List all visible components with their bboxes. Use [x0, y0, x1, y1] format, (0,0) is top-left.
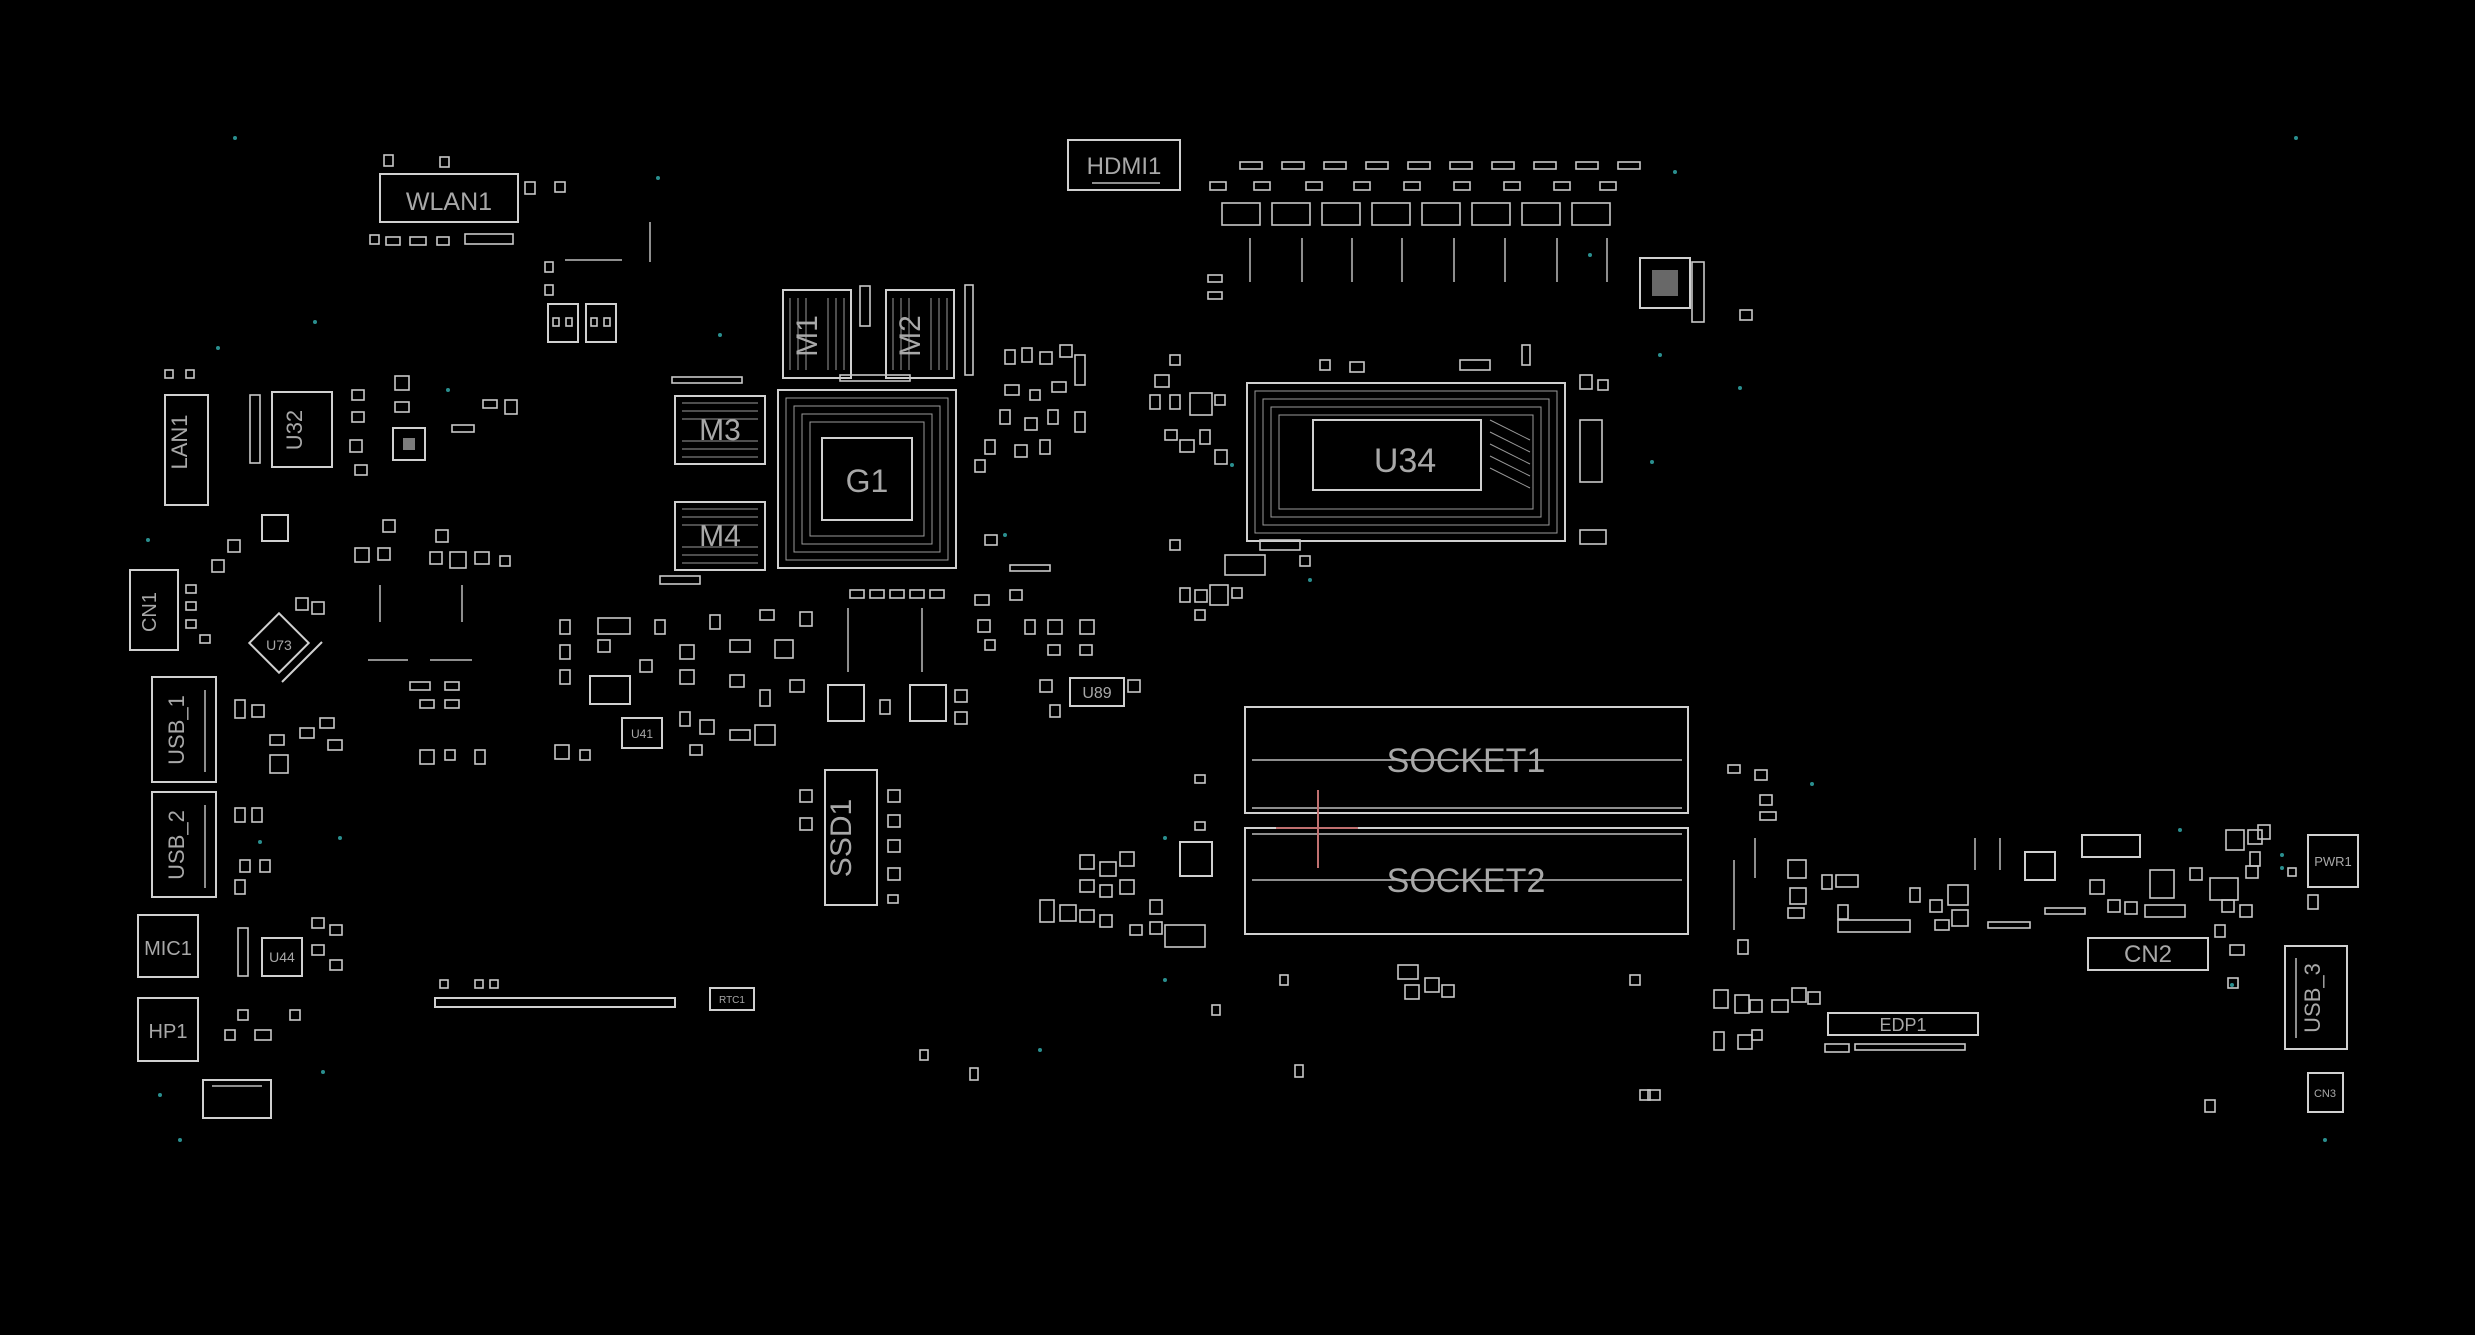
cpu-passives	[1149, 344, 1609, 621]
component-usb1[interactable]: USB_1	[151, 676, 217, 783]
socket1-label: SOCKET1	[1387, 742, 1546, 780]
component-usb3[interactable]: USB_3	[2284, 945, 2348, 1050]
component-pwr1[interactable]: PWR1	[2307, 834, 2359, 888]
component-m4[interactable]: M4	[674, 501, 766, 571]
wlan-area-parts	[544, 222, 651, 343]
component-u44[interactable]: U44	[224, 917, 343, 1041]
component-rtc1[interactable]: RTC1	[709, 987, 755, 1011]
u32-label: U32	[282, 410, 307, 450]
rtc1-label: RTC1	[719, 995, 745, 1006]
cn1-label: CN1	[139, 592, 161, 632]
component-m2[interactable]: M2	[885, 289, 955, 379]
cn3-label: CN3	[2314, 1088, 2336, 1100]
u41-label: U41	[631, 727, 653, 741]
component-ssd1[interactable]: SSD1	[799, 769, 901, 906]
m3-label: M3	[699, 414, 741, 447]
gpu-passives	[659, 344, 1086, 672]
component-cn1[interactable]: CN1	[129, 569, 211, 651]
connector-strip-bottom	[434, 979, 676, 1008]
component-edp1[interactable]: EDP1	[1824, 1012, 1979, 1053]
test-points	[146, 136, 2327, 1142]
component-u32[interactable]: U32	[249, 389, 518, 468]
component-hp1[interactable]: HP1	[137, 997, 199, 1062]
component-usb2[interactable]: USB_2	[151, 791, 217, 898]
component-m1[interactable]: M1	[782, 289, 852, 379]
component-lan1[interactable]: LAN1	[164, 369, 209, 506]
pwr1-label: PWR1	[2314, 854, 2352, 869]
resistor-array-top	[1207, 161, 1753, 323]
u89-label: U89	[1082, 685, 1111, 702]
component-u41[interactable]: U41	[554, 609, 813, 761]
m2-label: M2	[894, 315, 927, 357]
component-u89[interactable]: U89	[1039, 619, 1141, 718]
usb1-label: USB_1	[164, 695, 189, 765]
cn2-label: CN2	[2124, 941, 2172, 968]
u34-label: U34	[1374, 442, 1436, 480]
probe-marker	[1276, 790, 1358, 868]
component-wlan1[interactable]: WLAN1	[369, 154, 566, 246]
component-g1[interactable]: G1	[671, 284, 974, 569]
g1-label: G1	[846, 463, 889, 499]
component-cn3[interactable]: CN3	[2307, 1072, 2344, 1113]
component-hdmi1[interactable]: HDMI1	[1067, 139, 1181, 191]
connector-bottom-left	[202, 1079, 272, 1119]
ssd1-label: SSD1	[825, 799, 858, 877]
ssd-area-chips	[827, 684, 968, 725]
socket-left-cluster	[919, 774, 1651, 1101]
usb3-label: USB_3	[2300, 963, 2325, 1033]
left-passives	[234, 375, 511, 895]
wlan1-label: WLAN1	[406, 188, 492, 216]
u44-label: U44	[269, 949, 295, 965]
edp1-label: EDP1	[1879, 1015, 1926, 1035]
hp1-label: HP1	[149, 1021, 188, 1043]
lan1-label: LAN1	[167, 414, 192, 469]
component-cn2[interactable]: CN2	[2087, 937, 2209, 971]
component-socket1[interactable]: SOCKET1	[1244, 706, 1689, 814]
right-parts	[1647, 764, 2319, 1113]
component-u73[interactable]: U73	[211, 514, 325, 683]
m1-label: M1	[791, 315, 824, 357]
m4-label: M4	[699, 520, 741, 553]
component-m3[interactable]: M3	[674, 395, 766, 465]
mic1-label: MIC1	[144, 938, 192, 960]
usb2-label: USB_2	[164, 810, 189, 880]
u73-label: U73	[266, 637, 292, 653]
component-mic1[interactable]: MIC1	[137, 914, 199, 978]
hdmi1-label: HDMI1	[1087, 153, 1162, 180]
component-u34[interactable]: U34	[1246, 382, 1566, 542]
socket2-label: SOCKET2	[1387, 862, 1546, 900]
component-socket2[interactable]: SOCKET2	[1244, 827, 1689, 935]
